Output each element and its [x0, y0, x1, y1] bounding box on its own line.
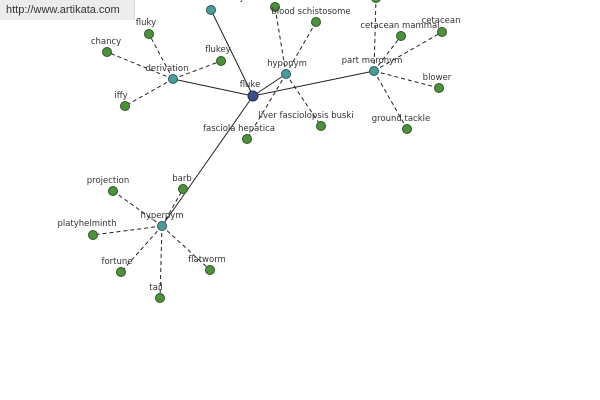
edge-barb: [161, 188, 184, 227]
node-hyponym-top[interactable]: [270, 2, 280, 12]
edge-hyponym-top: [274, 6, 287, 75]
node-fluke[interactable]: [247, 90, 259, 102]
edge-fluky: [148, 33, 174, 80]
label-projection: projection: [87, 176, 129, 186]
node-blood-schistosome[interactable]: [311, 17, 321, 27]
label-barb: barb: [172, 174, 192, 184]
node-liver-fasciolopsis-buski[interactable]: [316, 121, 326, 131]
node-iffy[interactable]: [120, 101, 130, 111]
label-liver-fasciolopsis-buski: liver fasciolopsis buski: [258, 111, 353, 121]
edge-flatworm: [161, 225, 211, 271]
edge-iffy: [124, 78, 174, 107]
edge-part-meronym-top: [373, 0, 377, 72]
edge-platyhelminth: [92, 225, 163, 236]
label-flatworm: flatworm: [188, 255, 226, 265]
edge-hyponym: [252, 73, 287, 97]
label-fasciola-hepatica: fasciola hepatica: [203, 124, 275, 134]
edge-part-meronym: [252, 70, 375, 97]
label-hypernym: hypernym: [140, 211, 183, 221]
label-member-meronym: member meronym: [173, 0, 252, 3]
node-blower[interactable]: [434, 83, 444, 93]
node-part-meronym[interactable]: [369, 66, 379, 76]
node-fortune[interactable]: [116, 267, 126, 277]
node-barb[interactable]: [178, 184, 188, 194]
label-cetacean: cetacean: [422, 16, 461, 26]
node-fluky[interactable]: [144, 29, 154, 39]
label-platyhelminth: platyhelminth: [57, 219, 116, 229]
node-hyponym[interactable]: [281, 69, 291, 79]
label-blower: blower: [423, 73, 452, 83]
edge-liver-fasciolopsis-buski: [285, 73, 322, 127]
node-flatworm[interactable]: [205, 265, 215, 275]
node-platyhelminth[interactable]: [88, 230, 98, 240]
edge-projection: [112, 190, 163, 227]
label-tail: tail: [149, 283, 162, 293]
node-cetacean[interactable]: [437, 27, 447, 37]
label-blood-schistosome: blood schistosome: [271, 7, 350, 17]
label-fluke: fluke: [240, 80, 261, 90]
edge-fortune: [120, 225, 163, 273]
node-fasciola-hepatica[interactable]: [242, 134, 252, 144]
node-part-meronym-top[interactable]: [371, 0, 381, 3]
edge-cetacean: [373, 31, 443, 72]
label-ground-tackle: ground tackle: [372, 114, 431, 124]
node-ground-tackle[interactable]: [402, 124, 412, 134]
label-fortune: fortune: [101, 257, 132, 267]
edges-layer: [92, 0, 443, 299]
node-hypernym[interactable]: [157, 221, 167, 231]
edge-blood-schistosome: [285, 21, 317, 75]
edge-cetacean-mammal: [373, 35, 402, 72]
node-chancy[interactable]: [102, 47, 112, 57]
node-flukey[interactable]: [216, 56, 226, 66]
label-flukey: flukey: [205, 45, 231, 55]
edge-chancy: [106, 51, 174, 80]
edge-member-meronym: [210, 9, 254, 97]
node-derivation[interactable]: [168, 74, 178, 84]
label-iffy: iffy: [114, 91, 127, 101]
edge-tail: [159, 225, 163, 299]
label-hyponym: hyponym: [267, 59, 307, 69]
label-derivation: derivation: [145, 64, 188, 74]
node-member-meronym[interactable]: [206, 5, 216, 15]
label-cetacean-mammal: cetacean mammal: [360, 21, 439, 31]
label-part-meronym: part meronym: [342, 56, 403, 66]
labels-layer: fluke member meronym hyponym part meronym de…: [57, 0, 460, 293]
label-chancy: chancy: [91, 37, 121, 47]
nodes-layer: [88, 0, 447, 303]
edge-fasciola-hepatica: [246, 73, 287, 140]
watermark-url: http://www.artikata.com: [0, 0, 135, 20]
node-tail[interactable]: [155, 293, 165, 303]
label-fluky: fluky: [136, 18, 156, 28]
edge-derivation: [172, 78, 254, 97]
node-cetacean-mammal[interactable]: [396, 31, 406, 41]
edge-hypernym: [161, 95, 254, 227]
edge-flukey: [172, 60, 222, 80]
node-projection[interactable]: [108, 186, 118, 196]
